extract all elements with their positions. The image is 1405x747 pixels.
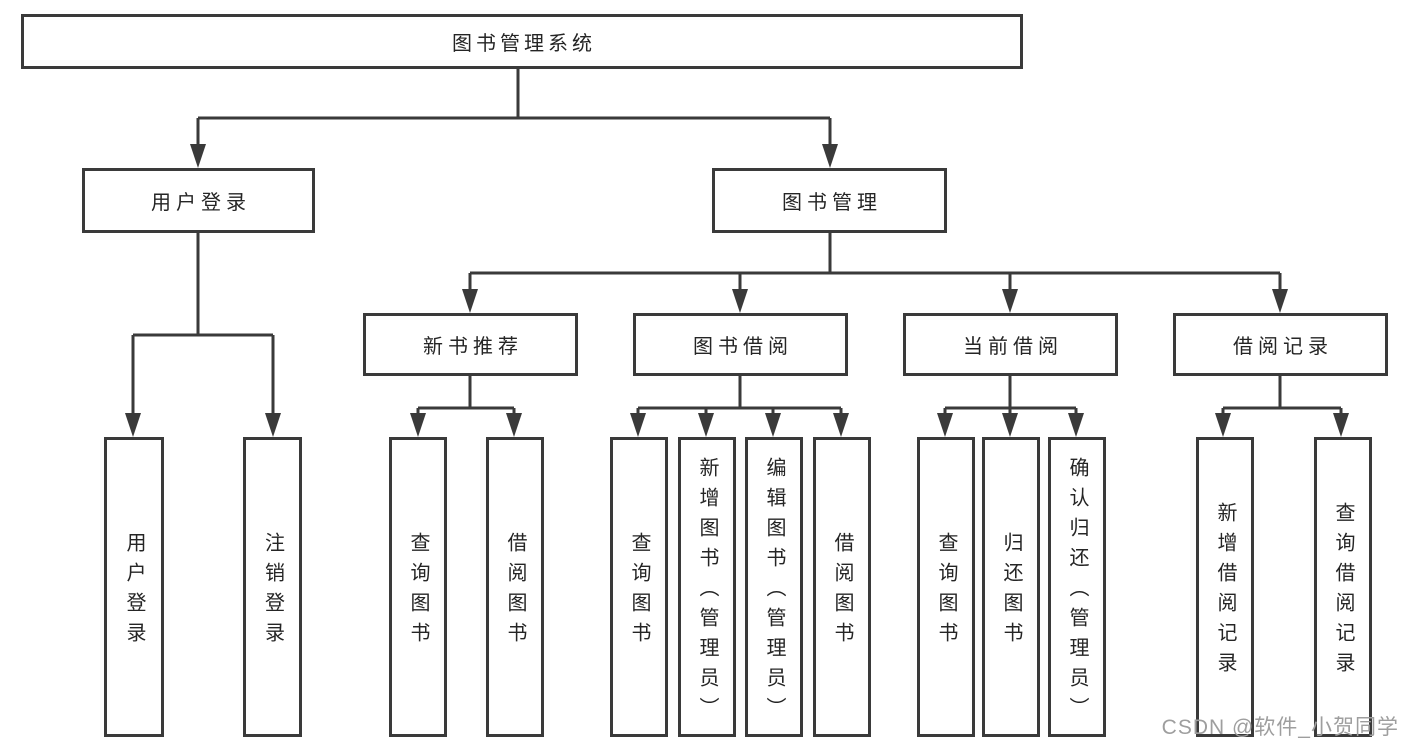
leaf-query-borrow-record: 查询借阅记录 bbox=[1314, 437, 1372, 737]
node-book-borrow: 图书借阅 bbox=[633, 313, 848, 376]
node-user-login: 用户登录 bbox=[82, 168, 315, 233]
connector-current-borrow bbox=[937, 376, 1084, 437]
connector-root bbox=[190, 69, 838, 168]
leaf-return-books: 归还图书 bbox=[982, 437, 1040, 737]
node-current-borrow: 当前借阅 bbox=[903, 313, 1118, 376]
connector-user-login bbox=[125, 233, 281, 437]
connector-new-book-recommend bbox=[410, 376, 522, 437]
leaf-borrow-books: 借阅图书 bbox=[813, 437, 871, 737]
leaf-add-borrow-record: 新增借阅记录 bbox=[1196, 437, 1254, 737]
connector-book-borrow bbox=[630, 376, 849, 437]
node-borrow-records: 借阅记录 bbox=[1173, 313, 1388, 376]
connector-borrow-records bbox=[1215, 376, 1349, 437]
node-book-management: 图书管理 bbox=[712, 168, 947, 233]
csdn-watermark: CSDN @软件_小贺同学 bbox=[1161, 716, 1399, 739]
leaf-edit-books-admin: 编辑图书（管理员） bbox=[745, 437, 803, 737]
leaf-add-books-admin: 新增图书（管理员） bbox=[678, 437, 736, 737]
leaf-recommend-borrow-books: 借阅图书 bbox=[486, 437, 544, 737]
connector-book-management bbox=[462, 233, 1288, 313]
leaf-user-login: 用户登录 bbox=[104, 437, 164, 737]
leaf-current-query-books: 查询图书 bbox=[917, 437, 975, 737]
leaf-borrow-query-books: 查询图书 bbox=[610, 437, 668, 737]
leaf-logout: 注销登录 bbox=[243, 437, 302, 737]
node-new-book-recommend: 新书推荐 bbox=[363, 313, 578, 376]
leaf-confirm-return-admin: 确认归还（管理员） bbox=[1048, 437, 1106, 737]
leaf-recommend-query-books: 查询图书 bbox=[389, 437, 447, 737]
node-root-system: 图书管理系统 bbox=[21, 14, 1023, 69]
